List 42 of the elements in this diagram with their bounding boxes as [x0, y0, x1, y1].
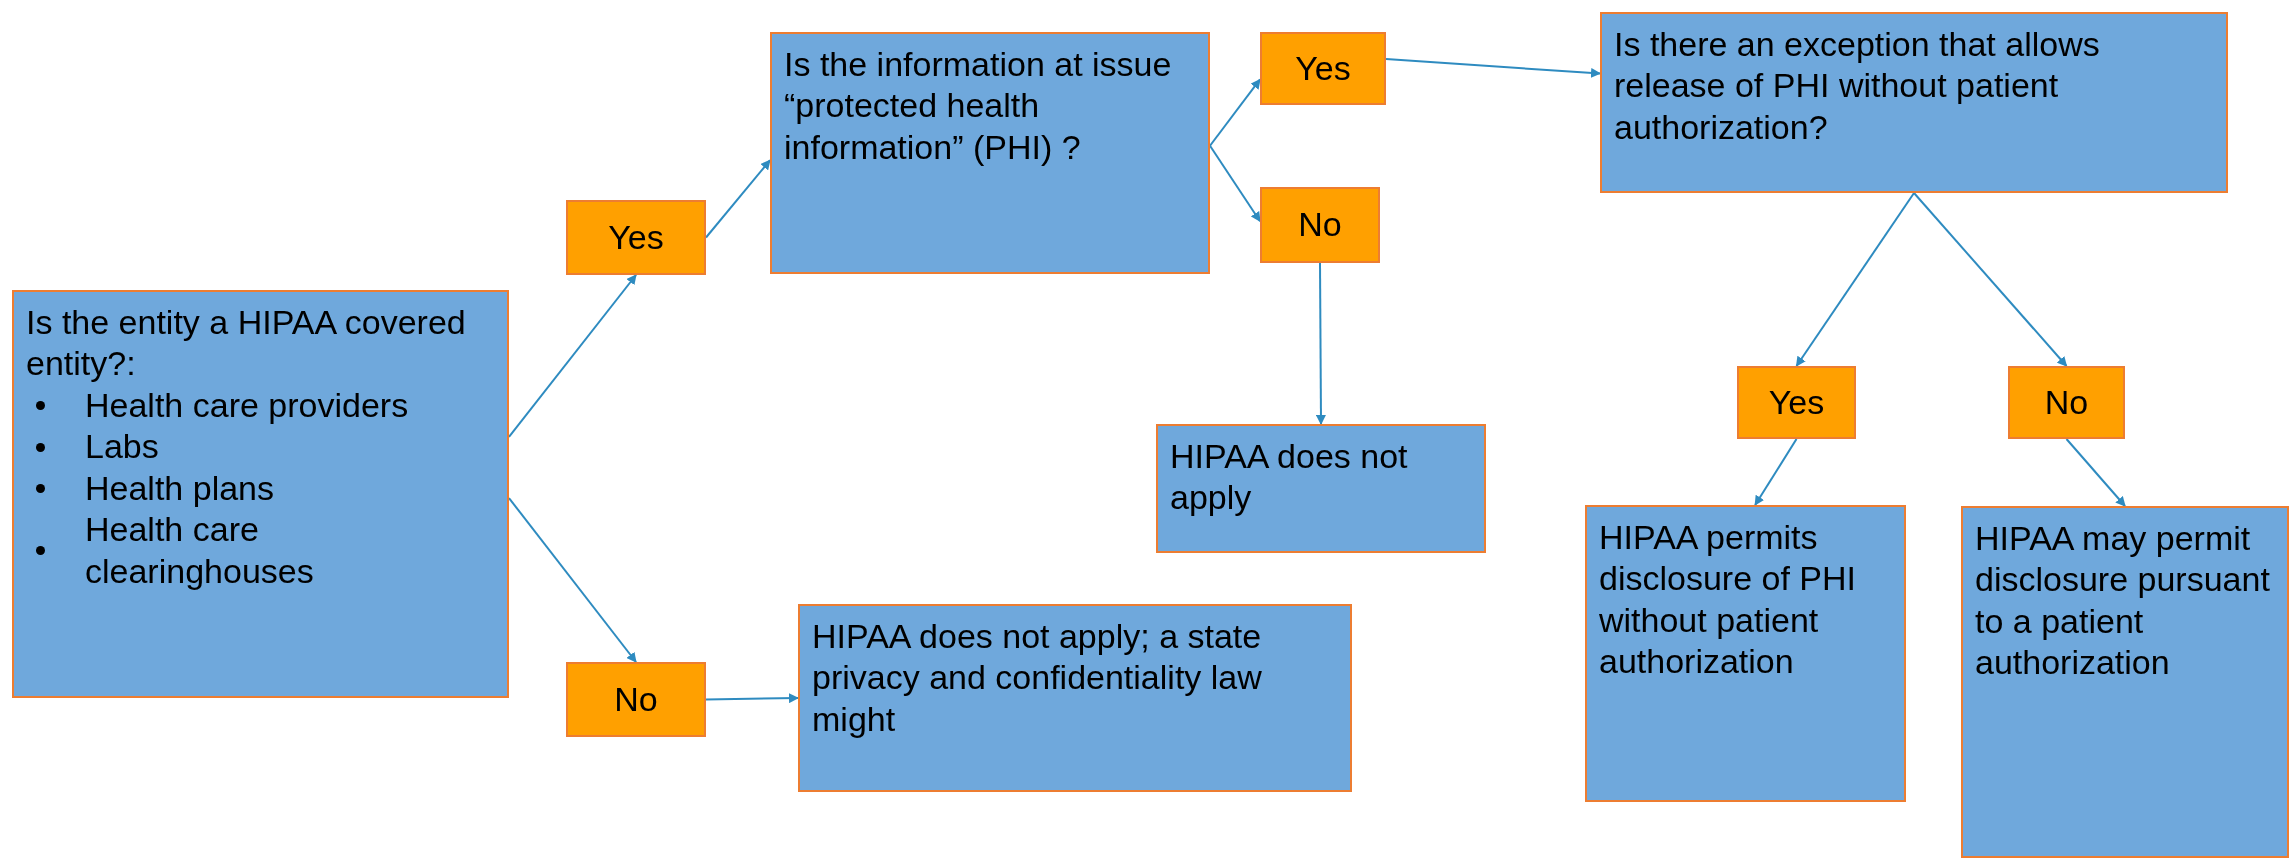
- box-text: HIPAA does not apply; a state privacy and confidentiality law might: [812, 616, 1263, 740]
- answer-box: [2008, 366, 2125, 439]
- box-text: HIPAA may permit disclosure pursuant to a patient authorization: [1975, 518, 2271, 684]
- question-box: [12, 290, 509, 698]
- answer-box: [1260, 32, 1386, 105]
- box-text: HIPAA does not apply: [1170, 436, 1409, 519]
- answer-box: [1260, 187, 1380, 263]
- box-text: Is there an exception that allows release of PHI without patient authorization?: [1614, 24, 2101, 148]
- box-text: Is the entity a HIPAA covered entity?:: [26, 302, 467, 385]
- answer-label: No: [1298, 204, 1342, 246]
- box-text: Is the information at issue “protected health information” (PHI) ?: [784, 44, 1173, 168]
- arrow: [1315, 262, 1326, 425]
- answer-box: [1737, 366, 1856, 439]
- box-text: HIPAA permits disclosure of PHI without patient authorization: [1599, 517, 1857, 683]
- answer-box: [566, 200, 706, 275]
- arrow: [1754, 438, 1798, 506]
- arrow: [1209, 78, 1261, 147]
- outcome-box: [1156, 424, 1486, 553]
- arrow: [1385, 58, 1601, 78]
- list-item: Health care providers: [85, 384, 409, 426]
- question-box: [770, 32, 1210, 274]
- answer-box: [566, 662, 706, 737]
- list-item: Labs: [85, 426, 159, 468]
- answer-label: Yes: [1768, 381, 1825, 423]
- answer-label: No: [614, 678, 658, 720]
- arrow: [508, 274, 637, 438]
- outcome-box: [1961, 506, 2289, 858]
- arrow: [1795, 192, 1915, 367]
- arrow: [705, 159, 771, 239]
- answer-label: Yes: [608, 216, 664, 258]
- arrow: [705, 693, 799, 704]
- question-box: [1600, 12, 2228, 193]
- list-item: Health plans: [85, 467, 274, 509]
- arrow: [1913, 192, 2068, 367]
- list-item: Health care clearinghouses: [85, 509, 315, 592]
- arrow: [508, 497, 637, 663]
- outcome-box: [1585, 505, 1906, 802]
- answer-label: Yes: [1295, 47, 1351, 89]
- answer-label: No: [2044, 381, 2089, 423]
- arrow: [2065, 438, 2126, 507]
- arrow: [1209, 144, 1261, 223]
- outcome-box: [798, 604, 1352, 792]
